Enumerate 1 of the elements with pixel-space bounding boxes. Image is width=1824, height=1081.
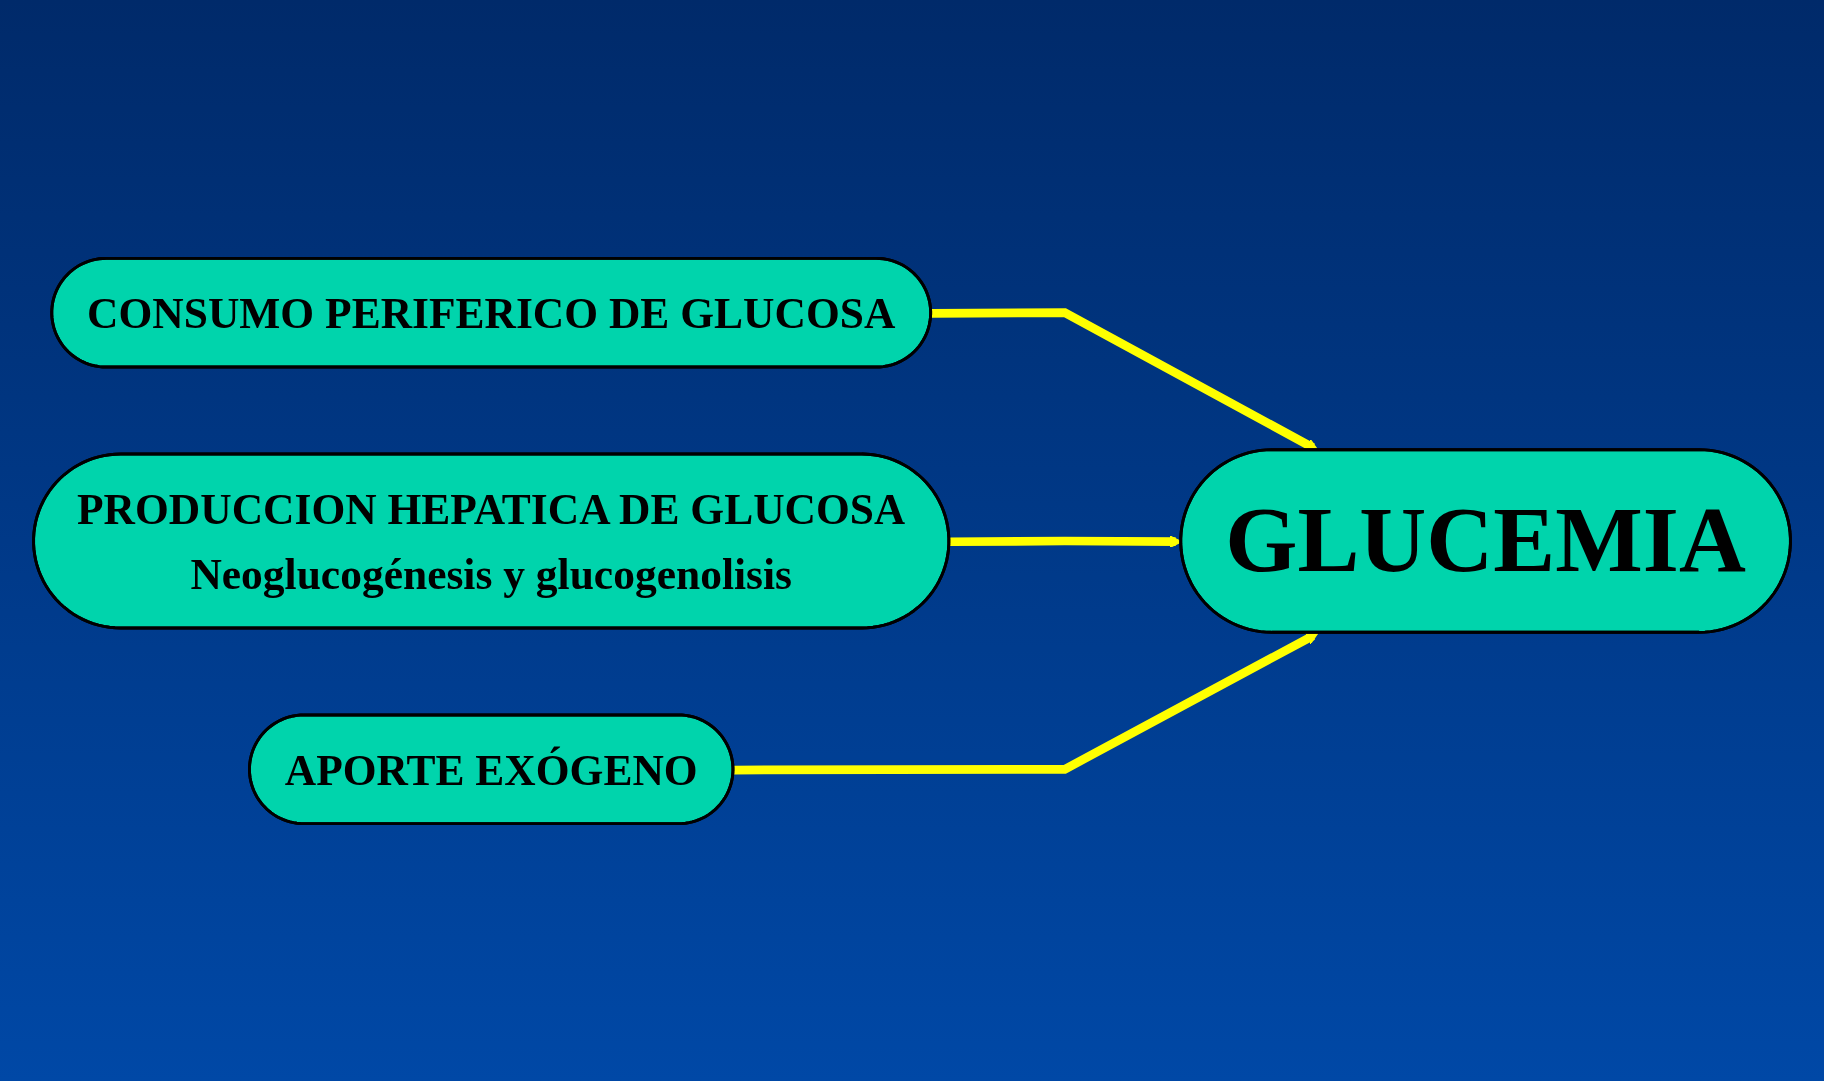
arrow (733, 631, 1319, 774)
